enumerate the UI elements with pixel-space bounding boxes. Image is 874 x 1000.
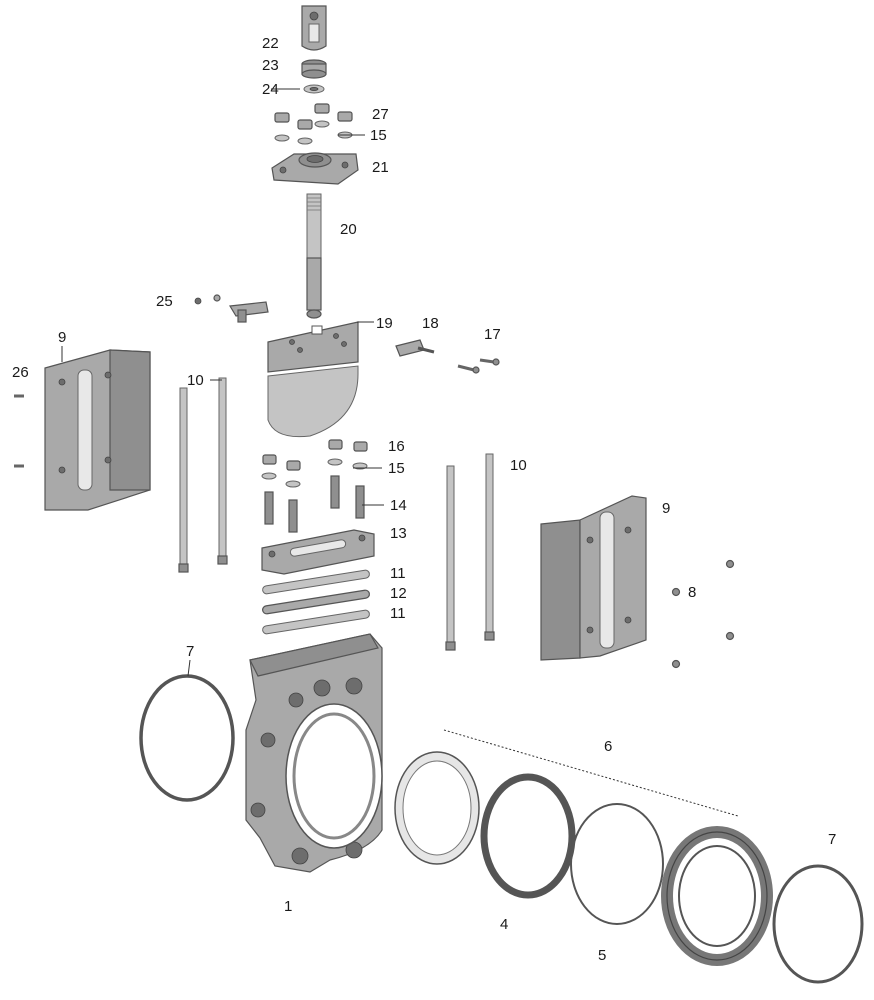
o-ring-part-7-right (772, 864, 864, 984)
label-part-9-right: 9 (662, 500, 670, 517)
label-part-10-left: 10 (187, 372, 204, 389)
packing-part-12 (262, 589, 370, 615)
washer-part-24 (303, 84, 325, 94)
label-part-21: 21 (372, 159, 389, 176)
gate-clamp-part-25 (194, 294, 269, 323)
packing-part-11-lower (262, 609, 370, 635)
packing-part-11-upper (262, 569, 370, 595)
label-part-5: 5 (598, 947, 606, 964)
label-part-7-right: 7 (828, 831, 836, 848)
nuts-part-16 (262, 439, 368, 471)
label-part-16: 16 (388, 438, 405, 455)
gland-follower-part-13 (261, 529, 375, 575)
label-part-23: 23 (262, 57, 279, 74)
label-part-13: 13 (390, 525, 407, 542)
label-part-26: 26 (12, 364, 29, 381)
label-part-25: 25 (156, 293, 173, 310)
gate-clamp-part-18 (395, 339, 435, 357)
washers-part-15-middle (261, 458, 368, 488)
label-part-19: 19 (376, 315, 393, 332)
label-part-24: 24 (262, 81, 279, 98)
valve-body-part-1 (245, 633, 383, 873)
yoke-plate-part-21 (271, 152, 359, 185)
label-part-9-left: 9 (58, 329, 66, 346)
gate-blade-part-19 (267, 321, 359, 438)
label-part-15-middle: 15 (388, 460, 405, 477)
label-part-17: 17 (484, 326, 501, 343)
screws-part-26 (14, 394, 24, 468)
label-part-1: 1 (284, 898, 292, 915)
label-part-27: 27 (372, 106, 389, 123)
seat-ring-part-4 (480, 773, 576, 899)
side-cover-part-9-left (44, 349, 151, 511)
washers-part-15-top (274, 120, 353, 145)
stem-nut-part-23 (301, 59, 327, 79)
label-part-15-top: 15 (370, 127, 387, 144)
label-part-6: 6 (604, 738, 612, 755)
label-part-10-right: 10 (510, 457, 527, 474)
tie-rods-part-10-right (445, 453, 495, 651)
o-ring-part-5 (570, 803, 664, 925)
label-part-11-lower: 11 (390, 605, 406, 622)
side-cover-part-9-right (540, 495, 647, 661)
label-part-22: 22 (262, 35, 279, 52)
o-ring-part-7-left (139, 674, 235, 802)
label-part-12: 12 (390, 585, 407, 602)
label-part-18: 18 (422, 315, 439, 332)
screws-part-8 (671, 559, 735, 669)
seat-retainer-ring (661, 826, 773, 966)
seat-ring-part-6 (394, 751, 480, 865)
label-part-4: 4 (500, 916, 508, 933)
clevis-part-22 (301, 5, 327, 51)
label-part-11-upper: 11 (390, 565, 406, 582)
bolts-part-17 (457, 358, 500, 374)
label-part-7-left: 7 (186, 643, 194, 660)
label-part-14: 14 (390, 497, 407, 514)
label-part-20: 20 (340, 221, 357, 238)
leader-lines (61, 88, 739, 817)
nuts-part-27 (274, 103, 353, 130)
label-part-8: 8 (688, 584, 696, 601)
stem-part-20 (306, 193, 322, 319)
studs-part-14 (264, 475, 365, 533)
tie-rods-part-10-left (178, 377, 228, 573)
